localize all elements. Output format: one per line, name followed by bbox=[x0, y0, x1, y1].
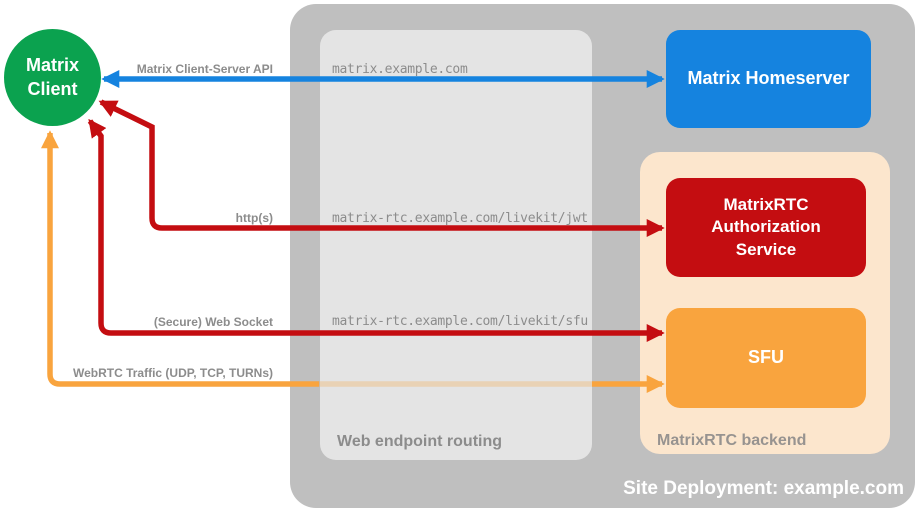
route-url-livekit-sfu: matrix-rtc.example.com/livekit/sfu bbox=[332, 314, 588, 329]
connection-label-webrtc-traffic: WebRTC Traffic (UDP, TCP, TURNs) bbox=[72, 366, 273, 380]
matrixrtc-backend-label: MatrixRTC backend bbox=[657, 432, 807, 449]
connection-label-websocket: (Secure) Web Socket bbox=[153, 315, 273, 329]
web-endpoint-routing-label: Web endpoint routing bbox=[337, 433, 503, 450]
node-sfu: SFU bbox=[666, 308, 866, 408]
connection-label-https: http(s) bbox=[235, 211, 273, 225]
node-matrixrtc-authorization-service: MatrixRTC Authorization Service bbox=[666, 178, 866, 277]
auth-service-label: MatrixRTC Authorization Service bbox=[711, 195, 821, 259]
node-matrix-client: Matrix Client bbox=[4, 29, 101, 126]
site-deployment-label: Site Deployment: example.com bbox=[623, 478, 904, 499]
arrow-webrtc-traffic-left bbox=[41, 130, 319, 387]
route-url-livekit-jwt: matrix-rtc.example.com/livekit/jwt bbox=[332, 211, 588, 226]
web-endpoint-routing-container: Web endpoint routing bbox=[320, 30, 592, 460]
matrix-client-label: Matrix Client bbox=[25, 55, 79, 99]
node-matrix-homeserver: Matrix Homeserver bbox=[666, 30, 871, 128]
connection-label-client-server-api: Matrix Client-Server API bbox=[136, 62, 273, 76]
route-url-matrix: matrix.example.com bbox=[332, 62, 468, 77]
matrix-homeserver-label: Matrix Homeserver bbox=[687, 68, 850, 89]
sfu-label: SFU bbox=[748, 347, 784, 368]
